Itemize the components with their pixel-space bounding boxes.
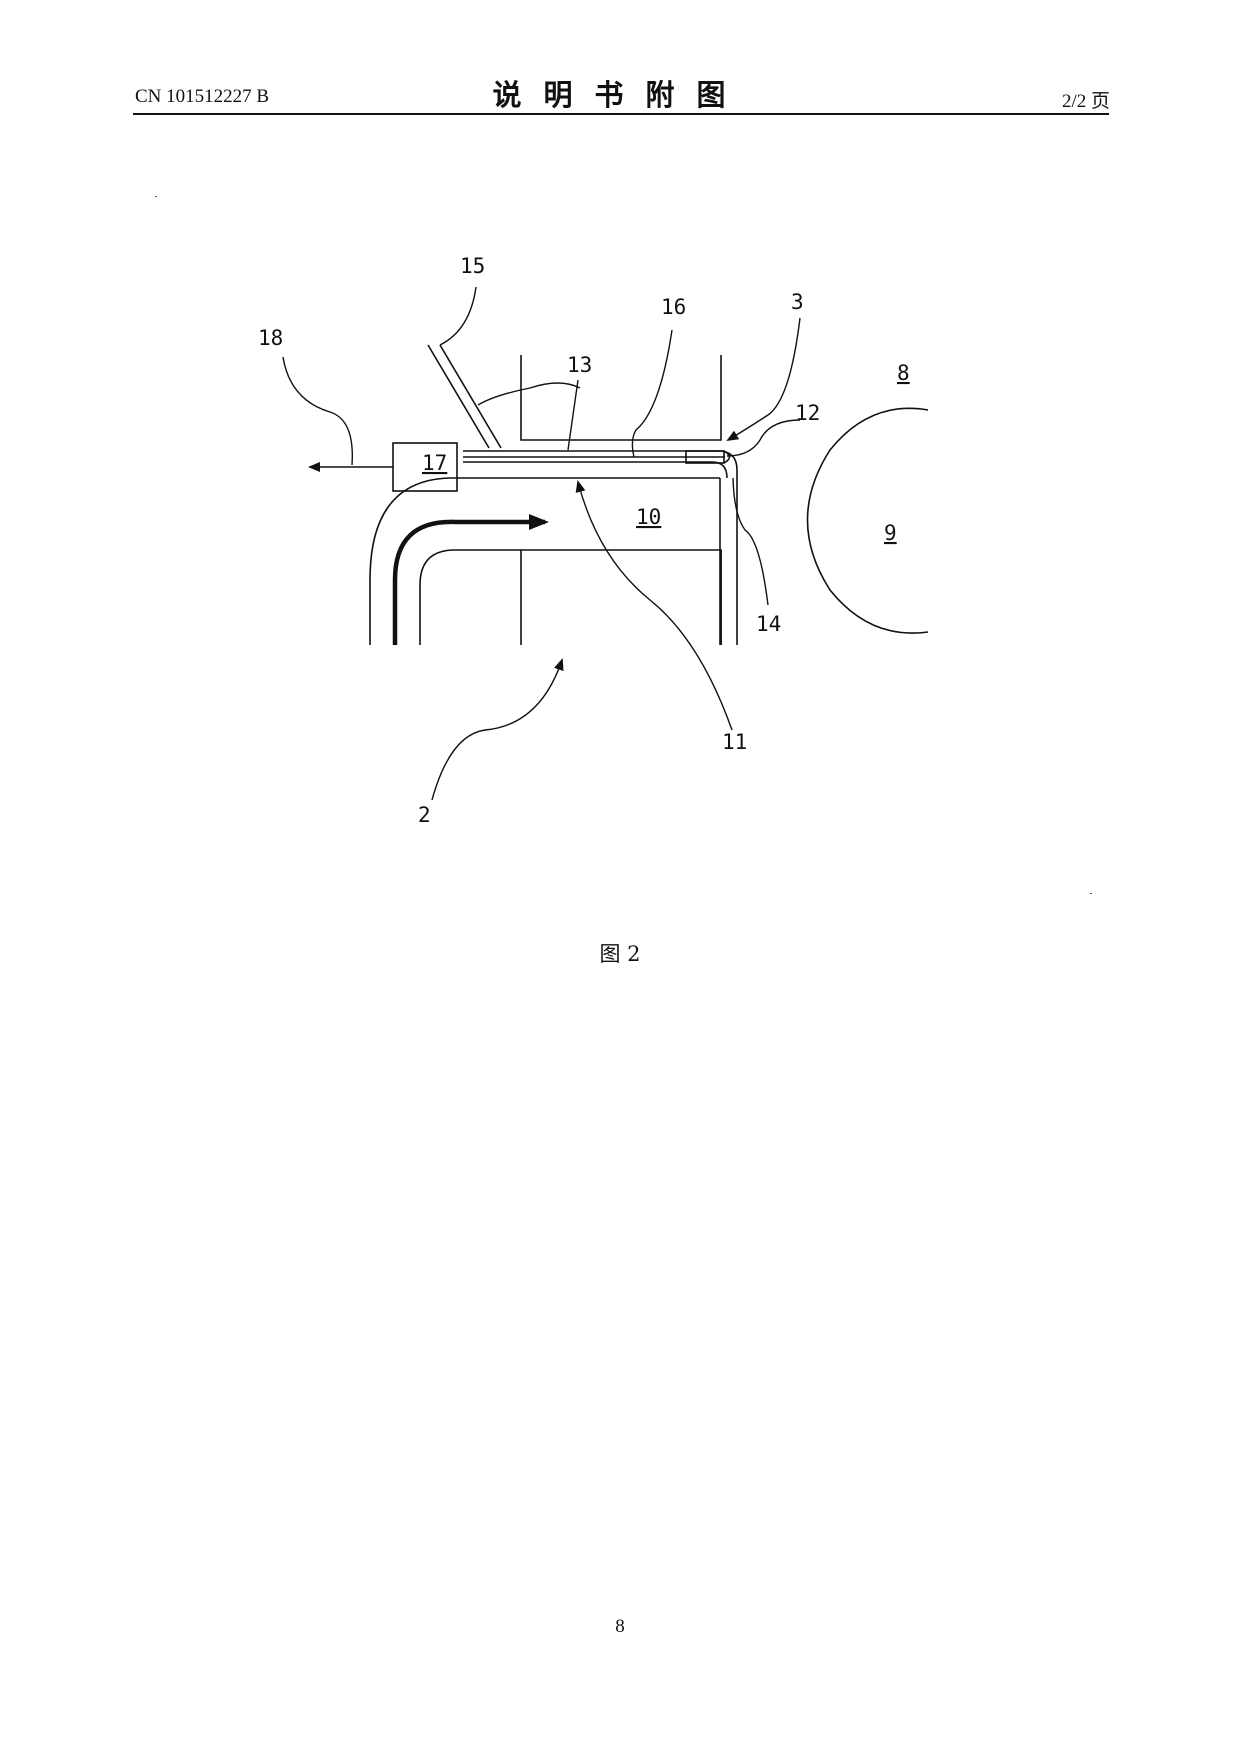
airflow-arrow — [392, 514, 549, 645]
label-12: 12 — [795, 401, 820, 425]
header-rule — [133, 113, 1109, 115]
scan-speck — [1090, 893, 1092, 894]
page-number: 8 — [615, 1616, 625, 1637]
label-17: 17 — [422, 451, 447, 475]
page-count: 2/2 页 — [1061, 91, 1110, 112]
label-13: 13 — [567, 353, 592, 377]
label-2: 2 — [418, 803, 431, 827]
page-title: 说明书附图 — [492, 78, 748, 112]
label-3: 3 — [791, 290, 804, 314]
label-8: 8 — [897, 361, 910, 385]
patent-number: CN 101512227 B — [135, 86, 270, 107]
label-18: 18 — [258, 326, 283, 350]
leader-lines — [282, 286, 801, 801]
scan-speck — [155, 196, 157, 197]
label-14: 14 — [756, 612, 781, 636]
label-11: 11 — [722, 730, 747, 754]
label-9: 9 — [884, 521, 897, 545]
label-16: 16 — [661, 295, 686, 319]
label-15: 15 — [460, 254, 485, 278]
label-10: 10 — [636, 505, 661, 529]
figure-caption: 图 2 — [599, 942, 641, 966]
patent-figure-drawing: 15 18 13 16 3 8 12 17 10 9 14 11 2 — [258, 254, 929, 827]
